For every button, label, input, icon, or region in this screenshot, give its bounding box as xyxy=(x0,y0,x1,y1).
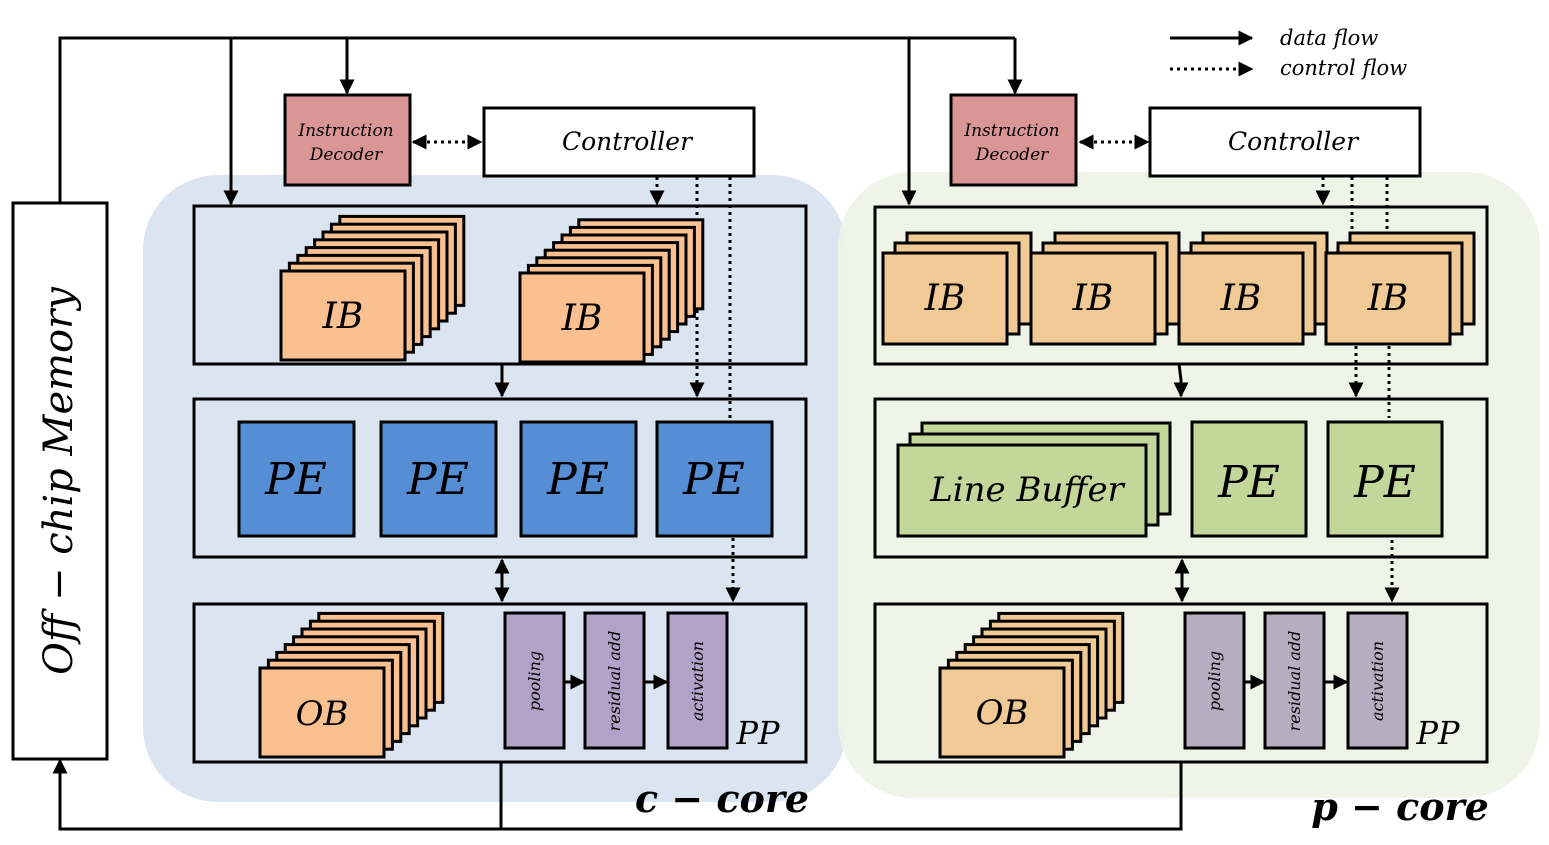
c-core-output-row xyxy=(192,602,808,764)
p-core-input-buffer-row xyxy=(873,205,1489,366)
p-core-pe-2 xyxy=(1326,420,1444,538)
c-core-output-buffer-label: OB xyxy=(296,694,349,734)
c-core-instruction-decoder-line1: Instruction xyxy=(297,121,393,141)
c-core-pp-label: PP xyxy=(735,714,780,752)
p-core-output-buffer-card xyxy=(938,666,1066,759)
p-core-pooling-label: pooling xyxy=(1205,651,1224,711)
p-core-input-buffer-label-4: IB xyxy=(1367,278,1409,319)
off-chip-memory-label: Off − chip Memory xyxy=(36,286,82,675)
c-core-pe-label-1: PE xyxy=(264,454,327,505)
p-core-input-buffer-stack-2 xyxy=(1029,231,1181,346)
legend: data flow control flow xyxy=(1170,26,1407,80)
c-core-input-buffer-stack-1 xyxy=(279,214,466,362)
c-core-output-buffer-card xyxy=(258,666,386,759)
c-core-pe-3 xyxy=(519,420,638,538)
c-core-input-buffer-row xyxy=(192,204,808,366)
p-core-instruction-decoder-line1: Instruction xyxy=(963,121,1059,141)
p-core-controller xyxy=(1148,106,1422,178)
p-core-input-buffer-card xyxy=(1177,251,1305,346)
legend-data-flow-label: data flow xyxy=(1280,26,1378,50)
p-core-instruction-decoder xyxy=(949,93,1078,187)
c-core-pe-2 xyxy=(379,420,498,538)
control-flow-wires xyxy=(411,134,1400,603)
p-core-output-buffer-stack xyxy=(938,611,1125,759)
c-core-controller-label: Controller xyxy=(562,127,694,156)
p-core-input-buffer-stack-4 xyxy=(1324,231,1476,346)
p-core-input-buffer-label-2: IB xyxy=(1072,278,1114,319)
p-core-activation-label: activation xyxy=(1368,641,1387,721)
p-core-line-buffer-stack xyxy=(896,421,1172,538)
p-core-controller-label: Controller xyxy=(1228,127,1360,156)
c-core-controller xyxy=(482,106,756,178)
p-core-input-buffer-stack-1 xyxy=(881,231,1033,346)
c-core-pe-label-2: PE xyxy=(406,454,469,505)
c-core-pe-label-3: PE xyxy=(546,454,609,505)
c-core-residual-add-label: residual add xyxy=(605,631,624,732)
c-core-activation-label: activation xyxy=(688,641,707,721)
p-core-input-buffer-card xyxy=(881,251,1009,346)
c-core-instruction-decoder xyxy=(283,93,412,187)
c-core-input-buffer-label-2: IB xyxy=(561,298,603,339)
p-core-activation-unit xyxy=(1346,611,1409,750)
c-core-pe-4 xyxy=(655,420,774,538)
c-core-input-buffer-card xyxy=(279,269,407,362)
c-core-input-buffer-stack-2 xyxy=(518,218,705,364)
c-core-pe-row xyxy=(192,397,808,559)
p-core-line-buffer-card xyxy=(896,443,1148,538)
p-core-pp-label: PP xyxy=(1415,714,1460,752)
p-core-input-buffer-card xyxy=(1029,251,1157,346)
c-core-instruction-decoder-line2: Decoder xyxy=(309,145,383,165)
c-core-pooling-unit xyxy=(503,611,566,750)
c-core-input-buffer-label-1: IB xyxy=(322,296,364,337)
c-core-pe-label-4: PE xyxy=(682,454,745,505)
off-chip-memory: Off − chip Memory xyxy=(11,201,109,761)
c-core-title: c − core xyxy=(635,776,809,821)
c-core-output-buffer-stack xyxy=(258,611,445,759)
p-core-input-buffer-label-3: IB xyxy=(1220,278,1262,319)
c-core-pe-1 xyxy=(237,420,356,538)
p-core-residual-add-unit xyxy=(1263,611,1326,750)
p-core-title: p − core xyxy=(1311,784,1489,829)
p-core-pooling-unit xyxy=(1183,611,1246,750)
p-core-input-buffer-card xyxy=(1324,251,1452,346)
legend-control-flow-label: control flow xyxy=(1280,56,1407,80)
p-core: Instruction Decoder Controller IB IB IB … xyxy=(873,93,1489,829)
p-core-line-buffer-label: Line Buffer xyxy=(929,470,1125,510)
p-core-output-row xyxy=(873,602,1489,764)
c-core-pooling-label: pooling xyxy=(525,651,544,711)
p-core-pe-row xyxy=(873,397,1489,559)
c-core: Instruction Decoder Controller IB IB PE … xyxy=(192,93,809,821)
p-core-pe-1 xyxy=(1190,420,1308,538)
p-core-input-buffer-label-1: IB xyxy=(924,278,966,319)
p-core-pe-label-2: PE xyxy=(1353,457,1416,508)
c-core-activation-unit xyxy=(666,611,729,750)
p-core-output-buffer-label: OB xyxy=(976,693,1029,733)
data-flow-wires xyxy=(52,36,1349,831)
p-core-instruction-decoder-line2: Decoder xyxy=(975,145,1049,165)
p-core-residual-add-label: residual add xyxy=(1285,631,1304,732)
p-core-pe-label-1: PE xyxy=(1217,457,1280,508)
c-core-residual-add-unit xyxy=(583,611,646,750)
c-core-input-buffer-card xyxy=(518,271,646,364)
